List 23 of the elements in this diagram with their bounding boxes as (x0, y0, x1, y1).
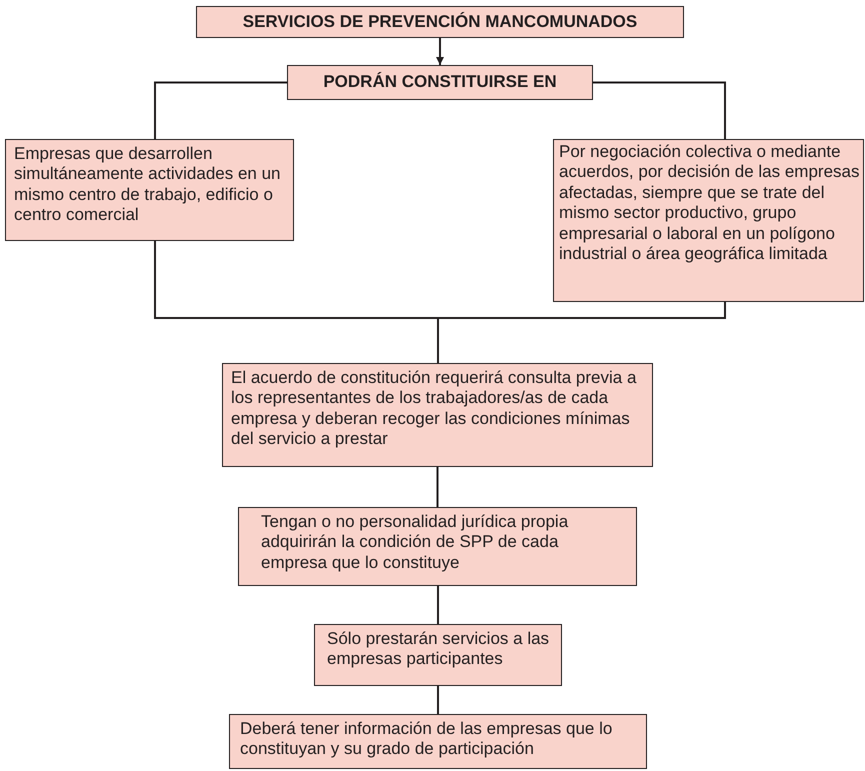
process-box (238, 507, 637, 586)
box-text: Tengan o no personalidad jurídica propia adquirirán la condición de SPP de cada empresa que lo constituye (261, 512, 570, 574)
arrow (436, 38, 444, 65)
box-text: SERVICIOS DE PREVENCIÓN MANCOMUNADOS (242, 12, 638, 32)
process-box (229, 714, 647, 769)
connector-line (437, 302, 726, 363)
process-box (222, 363, 653, 467)
process-box (553, 139, 864, 302)
box-text: Por negociación colectiva o mediante acuerdos, por decisión de las empresas afectadas, siempre que se trate del mismo sector productivo, grupo empresarial o laboral en un polígono industrial o área geográfica limitada (559, 142, 860, 264)
process-box (5, 139, 294, 241)
connector-line (436, 467, 438, 507)
box-text: Sólo prestarán servicios a las empresas participantes (327, 629, 550, 670)
connector-line (154, 82, 287, 139)
connector-line (437, 586, 439, 624)
connector-line (593, 82, 726, 139)
box-text: PODRÁN CONSTITUIRSE EN (323, 72, 557, 93)
connector-line (437, 686, 439, 714)
box-text: El acuerdo de constitución requerirá consulta previa a los representantes de los trabajadores/as de cada empresa y deberan recoger las condiciones mínimas del servicio a prestar (231, 368, 638, 450)
box-text: Deberá tener información de las empresas que lo constituyan y su grado de participación (240, 719, 614, 760)
box-text: Empresas que desarrollen simultáneamente actividades en un mismo centro de trabajo, edificio o centro comercial (14, 144, 282, 226)
heading-box (196, 6, 684, 38)
heading-box (287, 65, 593, 100)
process-box (314, 624, 562, 686)
